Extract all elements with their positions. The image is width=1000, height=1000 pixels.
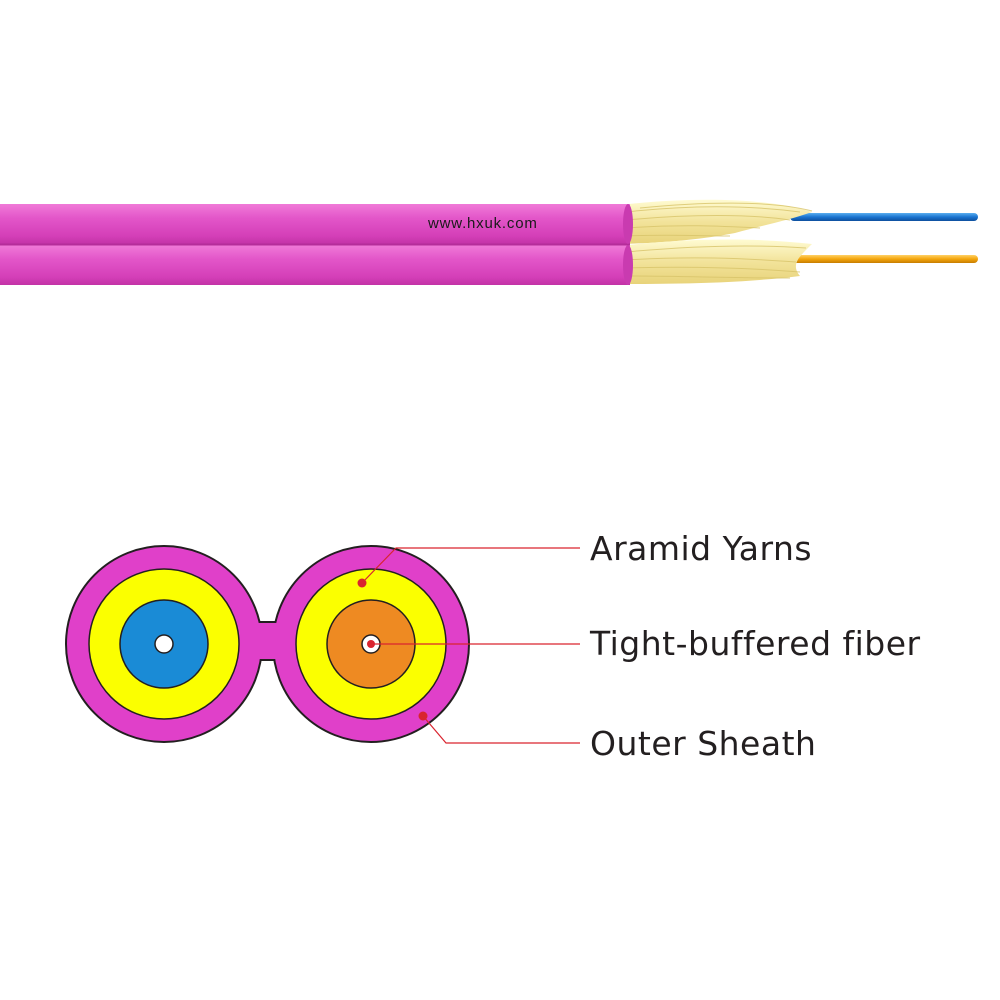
aramid-yarn-tuft-bottom: [620, 239, 812, 284]
cable-jacket-top: [0, 204, 630, 244]
leader-sheath: [422, 715, 580, 744]
cable-cross-section: [65, 545, 470, 743]
cable-side-view: www.hxuk.com: [0, 199, 978, 285]
label-tight-buffered-fiber: Tight-buffered fiber: [589, 624, 921, 663]
aramid-yarn-tuft-top: [620, 199, 813, 244]
label-outer-sheath: Outer Sheath: [590, 724, 816, 763]
callout-dots: [357, 578, 428, 721]
jacket-end-cap-bottom: [623, 245, 633, 285]
sheath-web-fill: [250, 623, 284, 659]
leader-aramid: [361, 547, 580, 584]
fiber-orange-strand: [790, 255, 978, 263]
dot-aramid: [357, 578, 367, 588]
callout-leaders: [361, 547, 580, 744]
jacket-end-cap-top: [623, 204, 633, 244]
dot-sheath: [418, 711, 428, 721]
label-aramid-yarns: Aramid Yarns: [590, 529, 812, 568]
glass-fiber-left: [154, 634, 174, 654]
dot-fiber: [367, 640, 375, 648]
cable-print-url: www.hxuk.com: [427, 215, 538, 232]
fiber-blue-strand: [790, 213, 978, 221]
cable-jacket-bottom: [0, 245, 630, 285]
